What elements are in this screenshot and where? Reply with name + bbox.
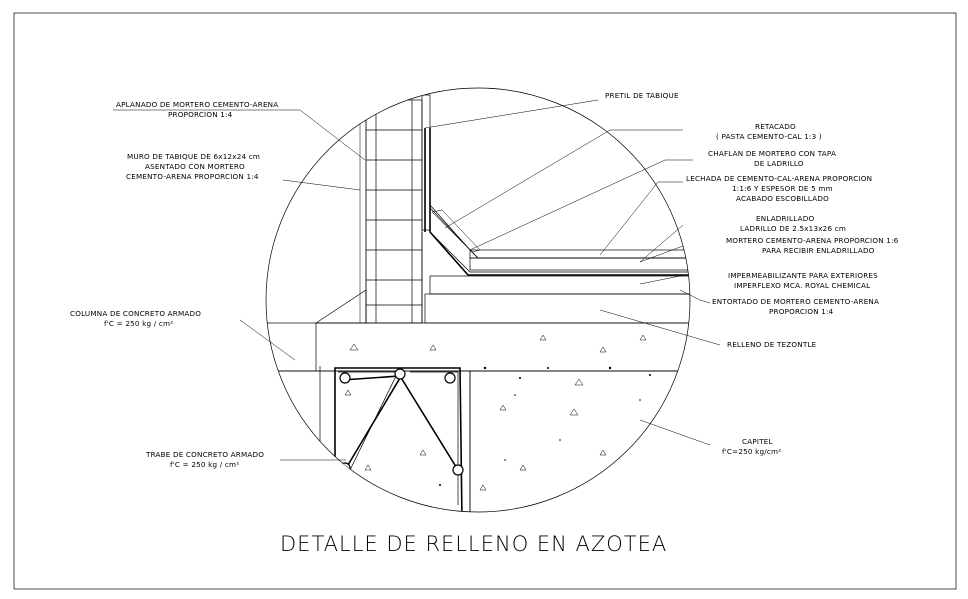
section-body (266, 94, 690, 512)
label-columna-1: COLUMNA DE CONCRETO ARMADO (70, 309, 201, 318)
label-trabe-2: f'C = 250 kg / cm² (170, 460, 239, 469)
label-entortado-2: PROPORCION 1:4 (769, 307, 834, 316)
label-retacado-2: ( PASTA CEMENTO-CAL 1:3 ) (716, 132, 822, 141)
label-imper-1: IMPERMEABILIZANTE PARA EXTERIORES (728, 271, 878, 280)
capitel-concrete (469, 370, 690, 512)
label-relleno: RELLENO DE TEZONTLE (727, 340, 817, 349)
leader-lines (113, 99, 721, 461)
brick-tile-layer (469, 249, 690, 259)
label-imper-2: IMPERFLEXO MCA. ROYAL CHEMICAL (734, 281, 870, 290)
label-muro-2: ASENTADO CON MORTERO (145, 162, 245, 171)
label-muro-3: CEMENTO-ARENA PROPORCION 1:4 (126, 172, 259, 181)
tezontle-fill (424, 293, 690, 324)
label-capitel-2: f'C=250 kg/cm² (722, 447, 781, 456)
beam-stirrup (334, 367, 463, 512)
label-mortero-1: MORTERO CEMENTO-ARENA PROPORCION 1:6 (726, 236, 899, 245)
entortado-layer (429, 275, 690, 295)
label-columna-2: f'C = 250 kg / cm² (104, 319, 173, 328)
label-chaflan-1: CHAFLAN DE MORTERO CON TAPA (708, 149, 836, 158)
drawing-title: DETALLE DE RELLENO EN AZOTEA (280, 532, 667, 556)
label-aplanado-1: APLANADO DE MORTERO CEMENTO-ARENA (116, 100, 278, 109)
label-retacado-1: RETACADO (755, 122, 796, 131)
brick-wall (365, 99, 423, 324)
label-muro-1: MURO DE TABIQUE DE 6x12x24 cm (127, 152, 260, 161)
membrane-line (429, 128, 690, 276)
label-trabe-1: TRABE DE CONCRETO ARMADO (145, 450, 264, 459)
label-lechada-3: ACABADO ESCOBILLADO (736, 194, 829, 203)
label-enladrillado-2: LADRILLO DE 2.5x13x26 cm (740, 224, 846, 233)
label-entortado-1: ENTORTADO DE MORTERO CEMENTO-ARENA (712, 297, 879, 306)
detail-circle (265, 87, 691, 513)
label-enladrillado-1: ENLADRILLADO (756, 214, 814, 223)
sheet-border (13, 12, 957, 590)
label-lechada-2: 1:1:6 Y ESPESOR DE 5 mm (732, 184, 833, 193)
label-pretil: PRETIL DE TABIQUE (605, 91, 679, 100)
label-capitel-1: CAPITEL (742, 437, 773, 446)
label-lechada-1: LECHADA DE CEMENTO-CAL-ARENA PROPORCION (686, 174, 872, 183)
slab (266, 322, 690, 372)
chamfer-mortar (429, 207, 690, 273)
label-chaflan-2: DE LADRILLO (754, 159, 804, 168)
label-mortero-2: PARA RECIBIR ENLADRILLADO (762, 246, 875, 255)
label-aplanado-2: PROPORCION 1:4 (168, 110, 233, 119)
